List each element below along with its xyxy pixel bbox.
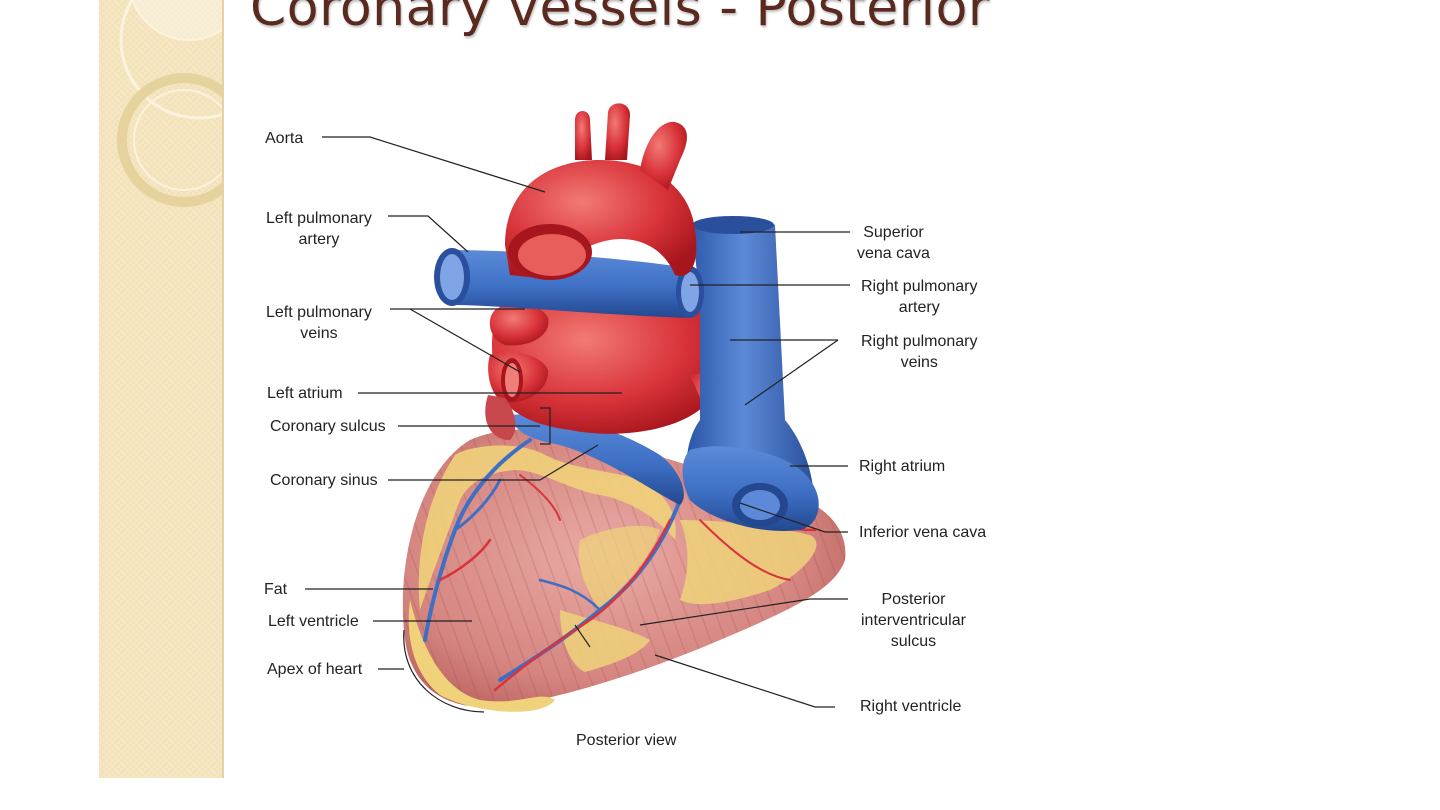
diagram-caption: Posterior view (576, 732, 677, 749)
coronary-sinus-shape (510, 414, 684, 505)
page-title: Coronary vessels - Posterior (250, 0, 990, 38)
label-left-atrium: Left atrium (267, 385, 343, 402)
label-coronary-sulcus: Coronary sulcus (270, 418, 386, 435)
label-coronary-sinus: Coronary sinus (270, 472, 378, 489)
label-fat: Fat (264, 581, 288, 598)
left-atrium-shape (492, 289, 726, 434)
label-superior-vena-cava: Superior vena cava (857, 224, 930, 262)
label-left-ventricle: Left ventricle (268, 613, 359, 630)
left-pulmonary-veins-shape (485, 303, 549, 440)
label-apex-of-heart: Apex of heart (267, 661, 363, 678)
label-right-atrium: Right atrium (859, 458, 946, 475)
label-left-pulmonary-veins: Left pulmonary veins (266, 304, 372, 342)
label-posterior-interventricular-sulcus: Posterior interventricular sulcus (861, 591, 966, 650)
decorative-sidebar (99, 0, 224, 778)
label-inferior-vena-cava: Inferior vena cava (859, 524, 987, 541)
label-right-ventricle: Right ventricle (860, 698, 962, 715)
label-left-pulmonary-artery: Left pulmonary artery (266, 210, 372, 248)
aorta-shape (505, 103, 697, 280)
decorative-rings-icon (117, 0, 222, 207)
label-right-pulmonary-artery: Right pulmonary artery (861, 278, 978, 316)
leader-lines (305, 136, 850, 713)
label-right-pulmonary-veins: Right pulmonary veins (861, 333, 978, 371)
label-aorta: Aorta (265, 130, 304, 147)
venae-cavae-shape (682, 216, 819, 531)
